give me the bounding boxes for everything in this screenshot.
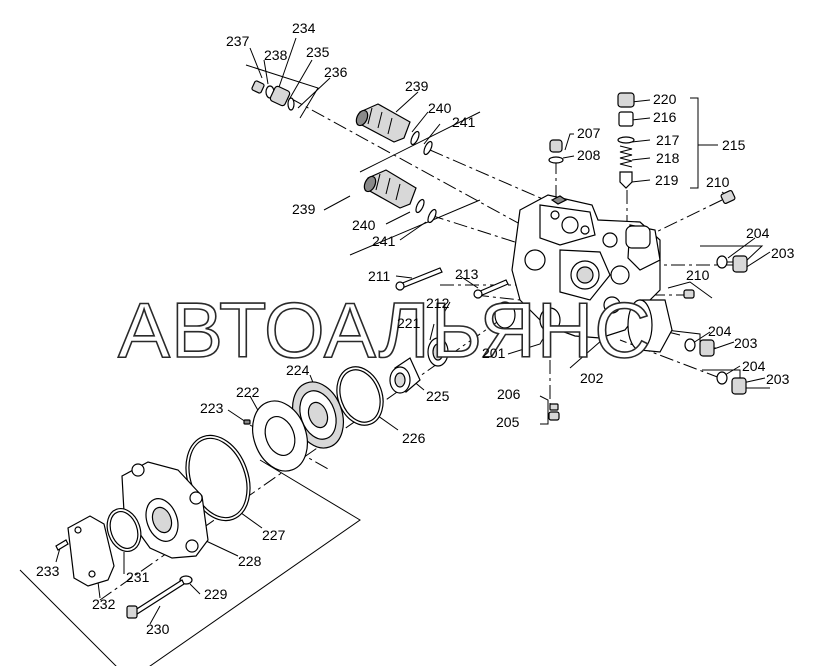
label-204-lower: 204 xyxy=(742,358,766,374)
label-239-bottom: 239 xyxy=(292,201,316,217)
label-240-bottom: 240 xyxy=(352,217,376,233)
label-241-top: 241 xyxy=(452,114,476,130)
relief-valve-215 xyxy=(617,92,635,189)
label-203-upper: 203 xyxy=(771,245,795,261)
label-238: 238 xyxy=(264,47,288,63)
label-231: 231 xyxy=(126,569,150,585)
plugs-210 xyxy=(683,189,736,299)
plug-207-208 xyxy=(548,139,564,164)
spool-239-bottom xyxy=(363,169,437,224)
label-233: 233 xyxy=(36,563,60,579)
label-203-lower: 203 xyxy=(766,371,790,387)
label-204-middle: 204 xyxy=(708,323,732,339)
plugs-203-204 xyxy=(684,255,748,395)
label-210-middle: 210 xyxy=(686,267,710,283)
label-212: 212 xyxy=(426,295,450,311)
label-217: 217 xyxy=(656,132,680,148)
label-226: 226 xyxy=(402,430,426,446)
flange-228 xyxy=(121,461,209,559)
label-205: 205 xyxy=(496,414,520,430)
label-219: 219 xyxy=(655,172,679,188)
label-221: 221 xyxy=(397,315,421,331)
plug-group-234-238 xyxy=(251,80,295,111)
label-241-bottom: 241 xyxy=(372,233,396,249)
label-225: 225 xyxy=(426,388,450,404)
cover-232 xyxy=(55,515,115,587)
label-211: 211 xyxy=(368,268,391,284)
label-222: 222 xyxy=(236,384,260,400)
label-208: 208 xyxy=(577,147,601,163)
label-210-top: 210 xyxy=(706,174,730,190)
o-ring-231 xyxy=(106,508,142,552)
label-224: 224 xyxy=(286,362,310,378)
label-232: 232 xyxy=(92,596,116,612)
bearing-assembly xyxy=(292,337,449,449)
label-213: 213 xyxy=(455,266,479,282)
label-229: 229 xyxy=(204,586,228,602)
label-216: 216 xyxy=(653,109,677,125)
label-228: 228 xyxy=(238,553,262,569)
watermark: АВТОАЛЬЯНС xyxy=(118,286,652,374)
parts-201-202 xyxy=(539,299,673,353)
label-230: 230 xyxy=(146,621,170,637)
label-206: 206 xyxy=(497,386,521,402)
label-207: 207 xyxy=(577,125,601,141)
label-240-top: 240 xyxy=(428,100,452,116)
label-203-middle: 203 xyxy=(734,335,758,351)
label-239-top: 239 xyxy=(405,78,429,94)
label-215: 215 xyxy=(722,137,746,153)
valve-housing xyxy=(511,194,661,339)
label-220: 220 xyxy=(653,91,677,107)
part-labels: 237 238 234 235 236 239 240 241 239 240 … xyxy=(36,20,795,637)
plug-205-206 xyxy=(548,403,560,421)
label-227: 227 xyxy=(262,527,286,543)
spool-239-top xyxy=(355,103,433,156)
label-236: 236 xyxy=(324,64,348,80)
label-223: 223 xyxy=(200,400,224,416)
bolts-211-213 xyxy=(395,267,516,329)
bolt-229-230 xyxy=(126,575,193,619)
thrust-plate-222 xyxy=(243,400,308,472)
label-234: 234 xyxy=(292,20,316,36)
label-218: 218 xyxy=(656,150,680,166)
label-201: 201 xyxy=(482,345,506,361)
label-235: 235 xyxy=(306,44,330,60)
label-204-upper: 204 xyxy=(746,225,770,241)
label-237: 237 xyxy=(226,33,250,49)
label-202: 202 xyxy=(580,370,604,386)
